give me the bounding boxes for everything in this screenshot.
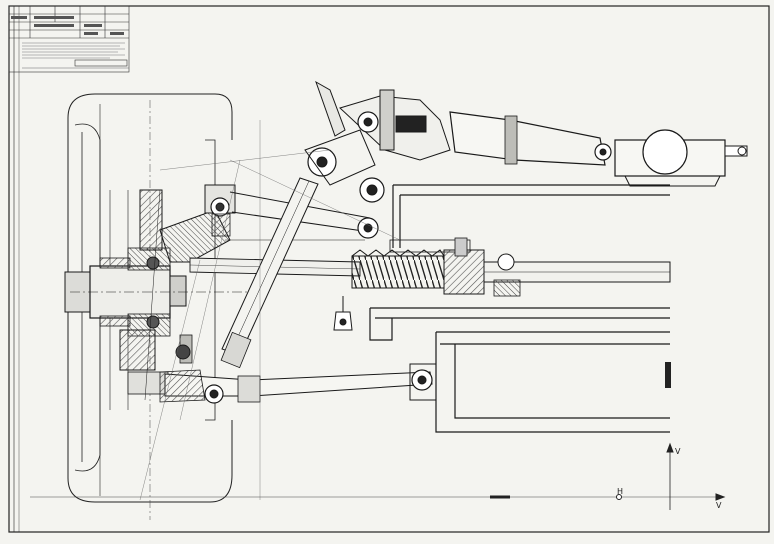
axis-label-v-vertical: V	[675, 447, 681, 456]
damper-strut	[220, 129, 376, 369]
upper-mount-bracket	[614, 129, 748, 187]
anti-roll-link	[333, 296, 353, 331]
axis-label-h: H	[617, 487, 623, 496]
title-block	[8, 5, 130, 73]
lower-wishbone	[159, 344, 437, 404]
axis-label-v-horizontal: V	[716, 501, 722, 510]
coilover-unit	[315, 80, 612, 166]
sheet-border	[8, 5, 770, 533]
wheel-hub	[64, 247, 260, 337]
steering-rack	[351, 237, 671, 297]
chassis-frame	[369, 184, 670, 433]
construction-lines	[139, 120, 510, 501]
frame-edge-marker	[665, 362, 671, 388]
vertical-axis	[616, 442, 726, 510]
upper-ball-joint	[204, 184, 236, 237]
